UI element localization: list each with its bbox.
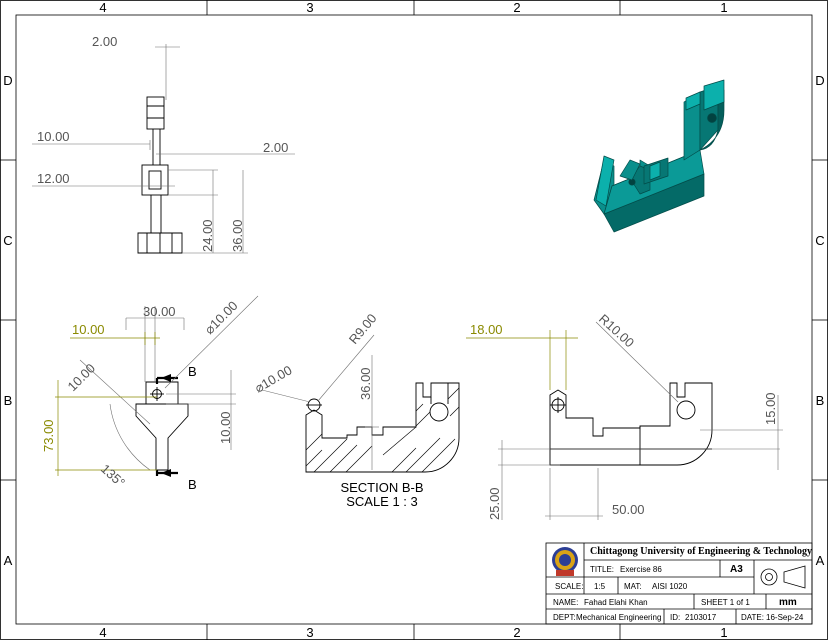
section-scale-label: SCALE 1 : 3 (346, 494, 418, 509)
title-block-university: Chittagong University of Engineering & T… (590, 546, 812, 557)
front-view-dim-10-slant: 10.00 (65, 361, 99, 395)
section-cut-line (155, 376, 178, 476)
section-mark-top: B (188, 364, 197, 379)
university-logo (552, 547, 578, 576)
row-label-right-d: D (815, 73, 824, 88)
section-arrow-bottom (161, 469, 171, 477)
side-view-dim-r10: R10.00 (596, 311, 637, 350)
column-label-bottom-2: 2 (513, 625, 520, 640)
zone-labels: 4 3 2 1 4 3 2 1 D C B A D C B A (3, 0, 824, 640)
front-view-dim-10-right: 10.00 (218, 411, 233, 444)
top-view-dim-2-upper: 2.00 (92, 34, 117, 49)
column-label-top-2: 2 (513, 0, 520, 15)
title-block-dept-value: Mechanical Engineering (576, 613, 662, 622)
top-view-dim-24: 24.00 (200, 219, 215, 252)
front-view-dim-10-top: 10.00 (72, 322, 105, 337)
title-block-title-label: TITLE: (590, 565, 615, 574)
title-block-scale-value: 1:5 (594, 582, 606, 591)
row-label-left-c: C (3, 233, 12, 248)
column-label-bottom-3: 3 (306, 625, 313, 640)
top-view-dim-2-lower: 2.00 (263, 140, 288, 155)
side-view-dim-25: 25.00 (487, 487, 502, 520)
front-view-dim-135-angle: 135° (98, 461, 128, 490)
row-label-left-d: D (3, 73, 12, 88)
column-label-top-1: 1 (720, 0, 727, 15)
title-block-units: mm (779, 597, 797, 608)
title-block-frame (545, 542, 813, 625)
title-block-material-label: MAT: (624, 582, 642, 591)
title-block-dept-label: DEPT: (553, 613, 576, 622)
projection-symbol (760, 565, 806, 589)
isometric-model (593, 79, 725, 233)
section-hatch (305, 387, 460, 473)
title-block-id-label: ID: (670, 613, 681, 622)
front-view-dim-73: 73.00 (41, 419, 56, 452)
column-label-top-3: 3 (306, 0, 313, 15)
title-block-date-value: 16-Sep-24 (766, 613, 804, 622)
section-dim-dia-10: ⌀10.00 (252, 362, 294, 395)
section-view: R9.00 ⌀10.00 36.00 SECTION B-B SCALE 1 :… (252, 311, 460, 509)
top-view: 2.00 10.00 2.00 12.00 24.00 36.00 (32, 34, 295, 254)
row-label-left-a: A (4, 553, 13, 568)
side-view: 18.00 R10.00 15.00 25.00 50.00 (466, 311, 783, 520)
side-view-dim-15: 15.00 (763, 392, 778, 425)
row-label-right-b: B (816, 393, 825, 408)
title-block-title-value: Exercise 86 (620, 565, 662, 574)
front-view: B B 30.00 10.00 ⌀10.00 (41, 295, 259, 492)
section-arrow-top (161, 374, 171, 382)
row-label-left-b: B (4, 393, 13, 408)
title-block-id-value: 2103017 (685, 613, 717, 622)
column-label-bottom-1: 1 (720, 625, 727, 640)
title-block-sheet-size: A3 (730, 564, 743, 575)
title-block-name-value: Fahad Elahi Khan (584, 598, 648, 607)
section-label: SECTION B-B (340, 480, 423, 495)
row-label-right-a: A (816, 553, 825, 568)
front-view-dim-30: 30.00 (143, 304, 176, 319)
column-label-bottom-4: 4 (99, 625, 106, 640)
section-dim-r9: R9.00 (346, 311, 380, 347)
side-view-dim-18: 18.00 (470, 322, 503, 337)
section-mark-bottom: B (188, 477, 197, 492)
title-block-material-value: AISI 1020 (652, 582, 688, 591)
top-view-dim-36: 36.00 (230, 219, 245, 252)
top-view-dim-12: 12.00 (37, 171, 70, 186)
row-label-right-c: C (815, 233, 824, 248)
title-block-scale-label: SCALE: (555, 582, 584, 591)
top-view-dim-10: 10.00 (37, 129, 70, 144)
column-label-top-4: 4 (99, 0, 106, 15)
front-view-dim-dia-10: ⌀10.00 (202, 298, 241, 337)
section-dim-36: 36.00 (358, 367, 373, 400)
title-block-name-label: NAME: (553, 598, 579, 607)
side-view-dim-50: 50.00 (612, 502, 645, 517)
title-block-sheet-label: SHEET 1 of 1 (701, 598, 750, 607)
title-block-date-label: DATE: (741, 613, 764, 622)
